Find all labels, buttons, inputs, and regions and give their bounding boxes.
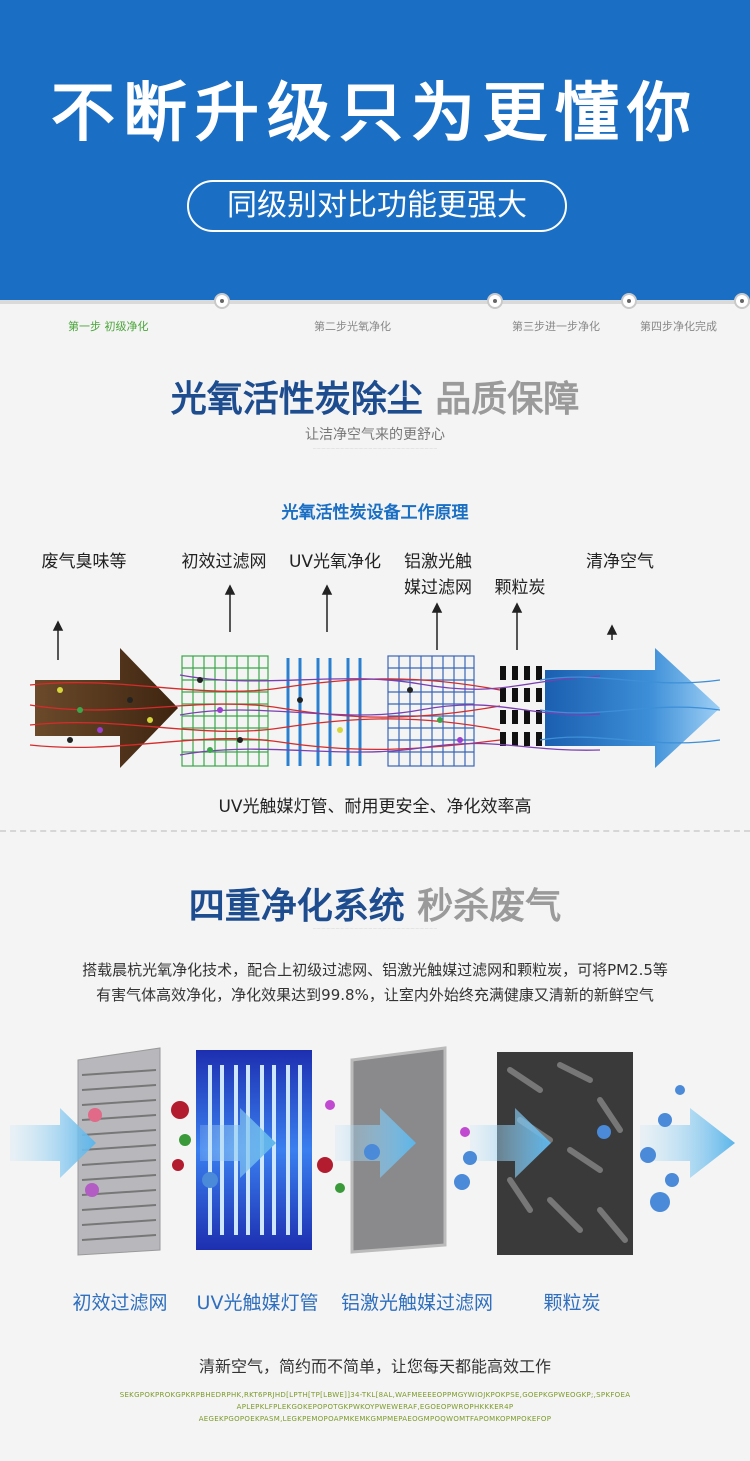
- product-label-uv-lamp: UV光触媒灯管: [196, 1292, 319, 1314]
- footer-code-line3: AEGEKPGOPOEKPASM,LEGKPEMOPOAPMKEMKGMPMEP…: [198, 1415, 552, 1423]
- section2-fine-print-decoration: ········································…: [312, 926, 438, 931]
- purification-diagram: [29, 584, 721, 768]
- step-dot-2: [487, 293, 503, 309]
- section2-title-grey: 秒杀废气: [417, 886, 562, 927]
- section2-desc-line2: 有害气体高效净化，净化效果达到99.8%，让室内外始终充满健康又清新的新鲜空气: [96, 986, 654, 1004]
- hero-subtitle-pill: 同级别对比功能更强大: [187, 180, 567, 232]
- step-label-4: 第四步净化完成: [640, 320, 717, 333]
- molecule-spheres: [85, 1085, 685, 1212]
- label-waste-gas: 废气臭味等: [41, 552, 127, 572]
- carbon-granules-image: [497, 1052, 633, 1255]
- label-al-line1: 铝激光触: [404, 552, 472, 572]
- product-filters-illustration: [10, 1046, 735, 1256]
- diagram-title: 光氧活性炭设备工作原理: [281, 503, 469, 523]
- section1-title: 光氧活性炭除尘 品质保障: [0, 370, 750, 422]
- product-label-aluminum-filter: 铝激光触媒过滤网: [340, 1292, 493, 1314]
- footer-slogan: 清新空气，简约而不简单，让您每天都能高效工作: [198, 1357, 551, 1376]
- dirty-air-arrow: [35, 648, 178, 768]
- airflow-lines: [29, 674, 721, 756]
- step-dot-3: [621, 293, 637, 309]
- section2-desc-line1: 搭载晨杭光氧净化技术，配合上初级过滤网、铝激光触媒过滤网和颗粒炭，可将PM2.5…: [82, 961, 668, 979]
- footer-code-line2: APLEPKLFPLEKGOKEPOPOTGKPWKOYPWEWERAF,EGO…: [236, 1403, 514, 1411]
- steps-progress-line: [0, 300, 750, 304]
- pollutant-particles: [57, 677, 463, 753]
- section2-title-main: 四重净化系统: [188, 886, 405, 927]
- step-dot-1: [214, 293, 230, 309]
- step-dot-4: [734, 293, 750, 309]
- label-al-line2: 媒过滤网: [404, 578, 472, 598]
- section1-fine-print-decoration: ········································…: [312, 446, 438, 451]
- section1-subtitle: 让洁净空气来的更舒心: [305, 427, 445, 443]
- carbon-block: [500, 666, 542, 746]
- step-label-1: 第一步 初级净化: [68, 320, 149, 333]
- section1-title-main: 光氧活性炭除尘: [170, 379, 423, 420]
- section1-title-grey: 品质保障: [435, 379, 580, 420]
- hero-title: 不断升级只为更懂你: [51, 77, 699, 151]
- label-clean-air: 清净空气: [586, 552, 654, 572]
- product-label-carbon: 颗粒炭: [543, 1292, 601, 1314]
- product-label-primary-filter: 初效过滤网: [72, 1292, 168, 1314]
- label-primary-filter: 初效过滤网: [181, 552, 267, 572]
- primary-filter-image: [77, 1047, 161, 1256]
- step-label-3: 第三步进一步净化: [512, 320, 600, 333]
- label-carbon: 颗粒炭: [494, 578, 546, 598]
- label-uv-purify: UV光氧净化: [288, 552, 382, 572]
- hero-banner: 不断升级只为更懂你 同级别对比功能更强大: [0, 0, 750, 300]
- section-divider: [0, 830, 750, 832]
- footer-code-line1: SEKGPOKPROKGPKRPBHEDRPHK,RKT6PRJHD[LPTH[…: [119, 1391, 631, 1399]
- diagram-caption: UV光触媒灯管、耐用更安全、净化效率高: [218, 797, 532, 817]
- step-label-2: 第二步光氧净化: [314, 320, 391, 333]
- section2-title: 四重净化系统 秒杀废气: [0, 877, 750, 929]
